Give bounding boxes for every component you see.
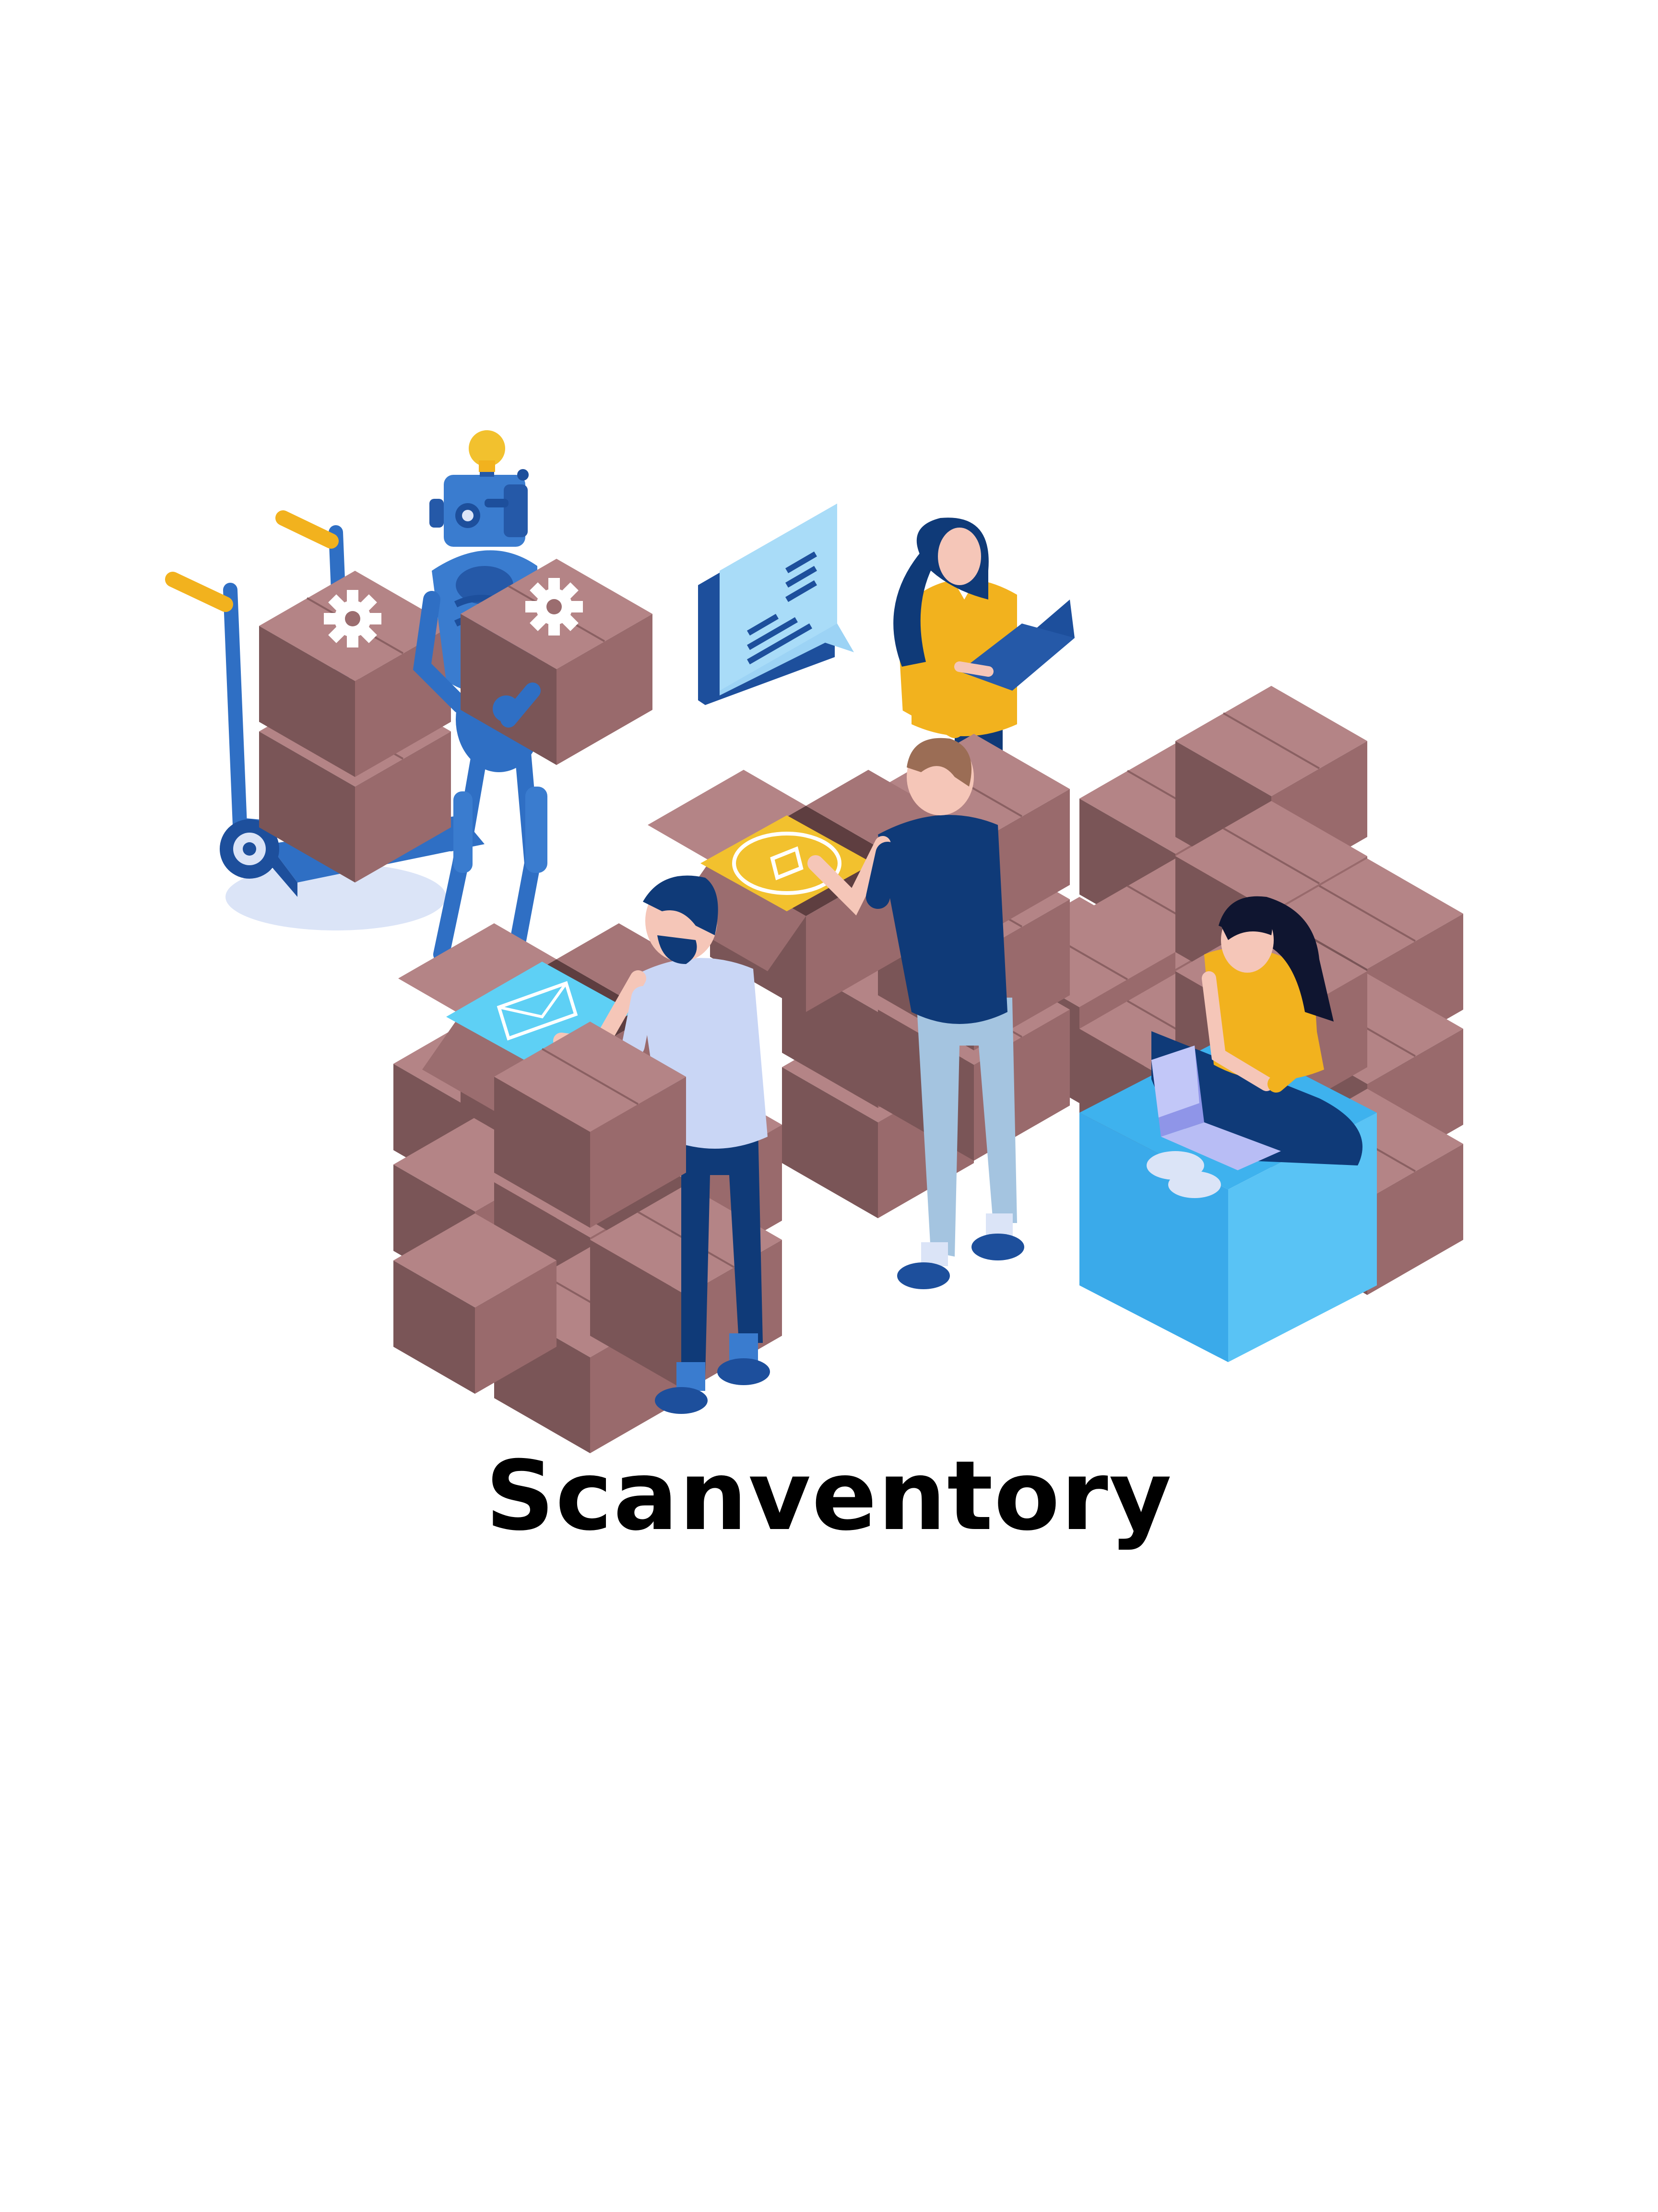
woman-with-laptop	[893, 518, 1075, 815]
envelope-icon	[446, 962, 633, 1067]
open-box-envelope	[398, 923, 715, 1165]
page-title: Scanventory	[485, 1440, 1173, 1552]
woman-sitting	[1147, 896, 1362, 1198]
laptop-icon	[1151, 1046, 1281, 1170]
robot-held-box	[460, 558, 653, 766]
document-icon	[698, 504, 854, 705]
man-bearded	[553, 875, 770, 1414]
man-navy-shirt	[807, 738, 1024, 1289]
lightbulb-icon	[469, 430, 505, 472]
